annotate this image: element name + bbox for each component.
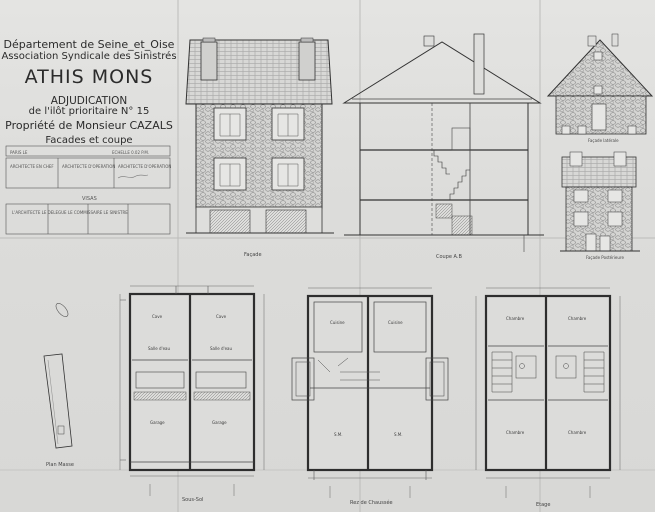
architect-chief: ARCHITECTE EN CHEF — [10, 164, 54, 169]
ground-floor-plan — [291, 294, 449, 480]
room-sm-left: S.M. — [334, 432, 343, 437]
caption-facade-posterieure: Façade Postérieure — [586, 255, 624, 260]
caption-facade-laterale: Façade latérale — [588, 138, 619, 143]
room-garage-left: Garage — [150, 420, 165, 425]
caption-sous-sol: Sous-Sol — [182, 497, 204, 503]
signatories-row: L'ARCHITECTE LE DELEGUE LE COMMISSAIRE L… — [12, 210, 128, 215]
rear-elevation — [560, 151, 640, 252]
room-cave-left: Cave — [152, 314, 163, 319]
caption-plan-masse: Plan Masse — [46, 462, 74, 468]
ilot-label: de l'ilôt prioritaire N° 15 — [28, 106, 150, 117]
main-facade — [185, 37, 334, 234]
caption-rez: Rez de Chaussée — [350, 500, 393, 506]
section-coupe — [342, 33, 544, 252]
upper-floor-plan — [484, 294, 612, 472]
room-chambre-1: Chambre — [506, 316, 525, 321]
room-cuisine-right: Cuisine — [388, 320, 403, 325]
caption-coupe: Coupe A.B — [436, 254, 462, 260]
room-cuisine-left: Cuisine — [330, 320, 345, 325]
room-chambre-4: Chambre — [568, 430, 587, 435]
site-plan — [43, 303, 73, 449]
owner-label: Propriété de Monsieur CAZALS — [5, 119, 173, 132]
dimension-lines — [119, 285, 621, 498]
room-cave-right: Cave — [216, 314, 227, 319]
room-chambre-3: Chambre — [506, 430, 525, 435]
room-chambre-2: Chambre — [568, 316, 587, 321]
title-block-frame — [5, 145, 171, 235]
caption-facade: Façade — [244, 252, 262, 258]
room-sm-right: S.M. — [394, 432, 403, 437]
association-label: Association Syndicale des Sinistrés — [1, 51, 177, 62]
meta-place: PARIS LE — [10, 150, 28, 155]
adjudication-label: ADJUDICATION — [50, 95, 128, 107]
department-label: Département de Seine_et_Oise — [3, 38, 175, 51]
room-salle-eau-right: Salle d'eau — [210, 346, 233, 351]
side-elevation — [546, 33, 654, 135]
room-salle-eau-left: Salle d'eau — [148, 346, 171, 351]
sheet-subject: Facades et coupe — [45, 135, 133, 146]
room-garage-right: Garage — [212, 420, 227, 425]
meta-scale: ECHELLE 0.02 P.M. — [112, 150, 150, 155]
basement-plan — [120, 286, 256, 472]
architect-operation-1: ARCHITECTE D'OPERATION — [62, 164, 116, 169]
town-title: ATHIS MONS — [24, 66, 154, 88]
caption-etage: Etage — [536, 502, 551, 508]
visa-label: VISAS — [82, 196, 97, 202]
architect-operation-2: ARCHITECTE D'OPERATION — [118, 164, 172, 169]
